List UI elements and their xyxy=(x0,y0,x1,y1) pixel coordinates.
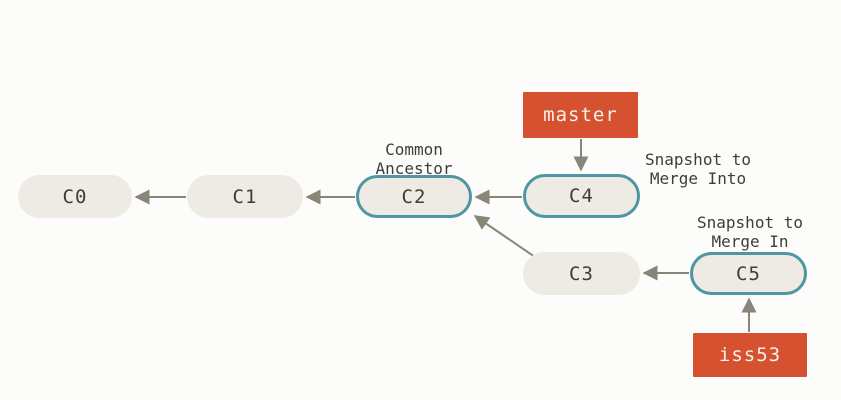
label-line: Merge Into xyxy=(649,169,747,188)
node-label: C2 xyxy=(401,185,427,208)
branch-label-master: master xyxy=(523,92,638,138)
commit-node-c0: C0 xyxy=(18,175,132,218)
node-label: C0 xyxy=(62,185,88,208)
label-line: Snapshot to xyxy=(697,213,803,232)
node-label: C1 xyxy=(232,185,258,208)
commit-node-c5: C5 xyxy=(690,252,807,295)
node-label: master xyxy=(543,104,618,126)
commit-node-c4: C4 xyxy=(523,174,640,218)
label-line: Common xyxy=(385,140,443,159)
label-line: Merge In xyxy=(711,232,789,251)
branch-label-iss53: iss53 xyxy=(693,333,807,377)
commit-node-c2: C2 xyxy=(356,175,472,218)
node-label: C3 xyxy=(569,262,594,285)
node-label: C5 xyxy=(736,262,761,285)
label-line: Ancestor xyxy=(375,159,453,178)
node-label: iss53 xyxy=(718,344,782,366)
node-label: C4 xyxy=(569,185,594,207)
commit-node-c1: C1 xyxy=(187,175,303,218)
arrow-c3-to-c2 xyxy=(473,215,536,258)
label-line: Snapshot to xyxy=(645,150,751,169)
commit-node-c3: C3 xyxy=(523,252,640,295)
